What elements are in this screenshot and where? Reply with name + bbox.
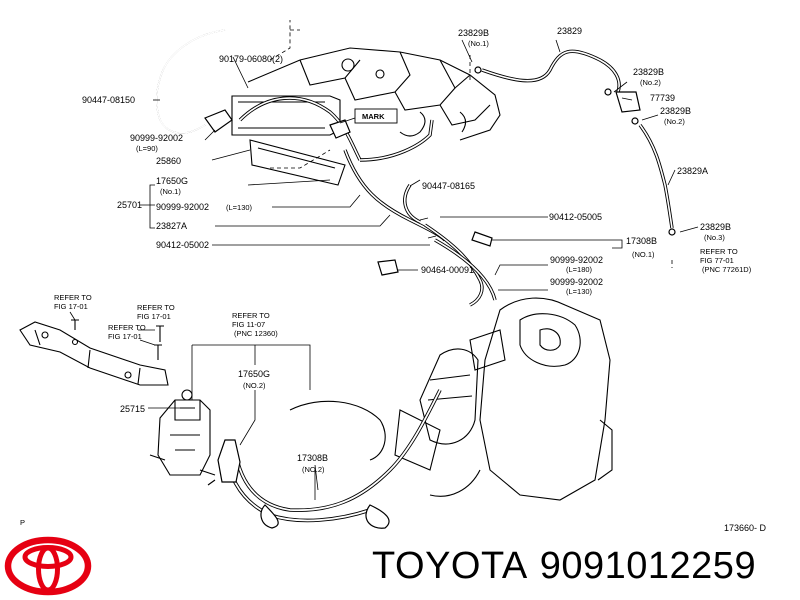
canister-drawing bbox=[289, 297, 613, 501]
label-90179: 90179-06080(2) bbox=[219, 54, 283, 64]
label-17308b-no1: 17308B bbox=[626, 236, 657, 246]
mark-box bbox=[354, 108, 398, 124]
refer-17c-line1: REFER TO bbox=[108, 323, 146, 332]
label-23829a: 23829A bbox=[677, 166, 708, 176]
refer-17b-line2: FIG 17-01 bbox=[137, 312, 171, 321]
refer-17a-line2: FIG 17-01 bbox=[54, 302, 88, 311]
label-17308b-no2-note: (NO.2) bbox=[302, 465, 325, 474]
label-90447-08165: 90447-08165 bbox=[422, 181, 475, 191]
part-number: 9091012259 bbox=[539, 545, 757, 587]
label-90412-05002: 90412-05002 bbox=[156, 240, 209, 250]
label-23829b-no1-note: (No.1) bbox=[468, 39, 489, 48]
label-23827a: 23827A bbox=[156, 221, 187, 231]
label-25860: 25860 bbox=[156, 156, 181, 166]
label-90999-l180-note: (L=180) bbox=[566, 265, 593, 274]
label-90999-l130b-note: (L=130) bbox=[566, 287, 593, 296]
engine-mount-drawing bbox=[19, 319, 216, 486]
refer-11-line3: (PNC 12360) bbox=[234, 329, 278, 338]
refer-17a-line1: REFER TO bbox=[54, 293, 92, 302]
label-mark: MARK bbox=[362, 112, 385, 121]
label-25701: 25701 bbox=[117, 200, 142, 210]
leader-lines bbox=[69, 20, 699, 500]
brand-caption: TOYOTA 9091012259 bbox=[372, 544, 756, 588]
refer-17b-line1: REFER TO bbox=[137, 303, 175, 312]
label-77739: 77739 bbox=[650, 93, 675, 103]
label-17650g-no2: 17650G bbox=[238, 369, 270, 379]
label-23829b-no2-note: (No.2) bbox=[640, 78, 661, 87]
brand-name: TOYOTA bbox=[372, 545, 528, 587]
label-23829b-no3-note: (No.3) bbox=[704, 233, 725, 242]
label-90999-l130-note: (L=130) bbox=[226, 203, 253, 212]
label-23829b-no2b: 23829B bbox=[660, 106, 691, 116]
toyota-logo-icon bbox=[4, 536, 92, 596]
label-23829b-no2: 23829B bbox=[633, 67, 664, 77]
label-23829b-no2b-note: (No.2) bbox=[664, 117, 685, 126]
label-23829: 23829 bbox=[557, 26, 582, 36]
label-90999-l90: 90999-92002 bbox=[130, 133, 183, 143]
refer-77-line3: (PNC 77261D) bbox=[702, 265, 752, 274]
label-25715: 25715 bbox=[120, 404, 145, 414]
vacuum-hoses bbox=[155, 29, 676, 307]
part-labels: 23829B (No.1) 23829 90179-06080(2) 23829… bbox=[20, 26, 767, 533]
label-23829b-no3: 23829B bbox=[700, 222, 731, 232]
refer-77-line1: REFER TO bbox=[700, 247, 738, 256]
label-17650g-no2-note: (NO.2) bbox=[243, 381, 266, 390]
refer-11-line2: FIG 11-07 bbox=[232, 320, 265, 329]
label-17650g-no1-note: (No.1) bbox=[160, 187, 181, 196]
label-90999-l130b: 90999-92002 bbox=[550, 277, 603, 287]
refer-11-line1: REFER TO bbox=[232, 311, 270, 320]
refer-17c-line2: FIG 17-01 bbox=[108, 332, 142, 341]
label-90999-l180: 90999-92002 bbox=[550, 255, 603, 265]
label-17308b-no2: 17308B bbox=[297, 453, 328, 463]
refer-77-line2: FIG 77-01 bbox=[700, 256, 734, 265]
diagram-code: 173660- D bbox=[724, 523, 767, 533]
label-17650g-no1: 17650G bbox=[156, 176, 188, 186]
label-90999-l130: 90999-92002 bbox=[156, 202, 209, 212]
label-p: P bbox=[20, 518, 25, 527]
label-90464: 90464-00091 bbox=[421, 265, 474, 275]
lower-hoses bbox=[217, 389, 442, 529]
label-90447-08150: 90447-08150 bbox=[82, 95, 135, 105]
label-17308b-no1-note: (NO.1) bbox=[632, 250, 655, 259]
label-90412-05005: 90412-05005 bbox=[549, 212, 602, 222]
label-90999-l90-note: (L=90) bbox=[136, 144, 158, 153]
label-23829b-no1: 23829B bbox=[458, 28, 489, 38]
intake-manifold-drawing bbox=[231, 47, 501, 186]
